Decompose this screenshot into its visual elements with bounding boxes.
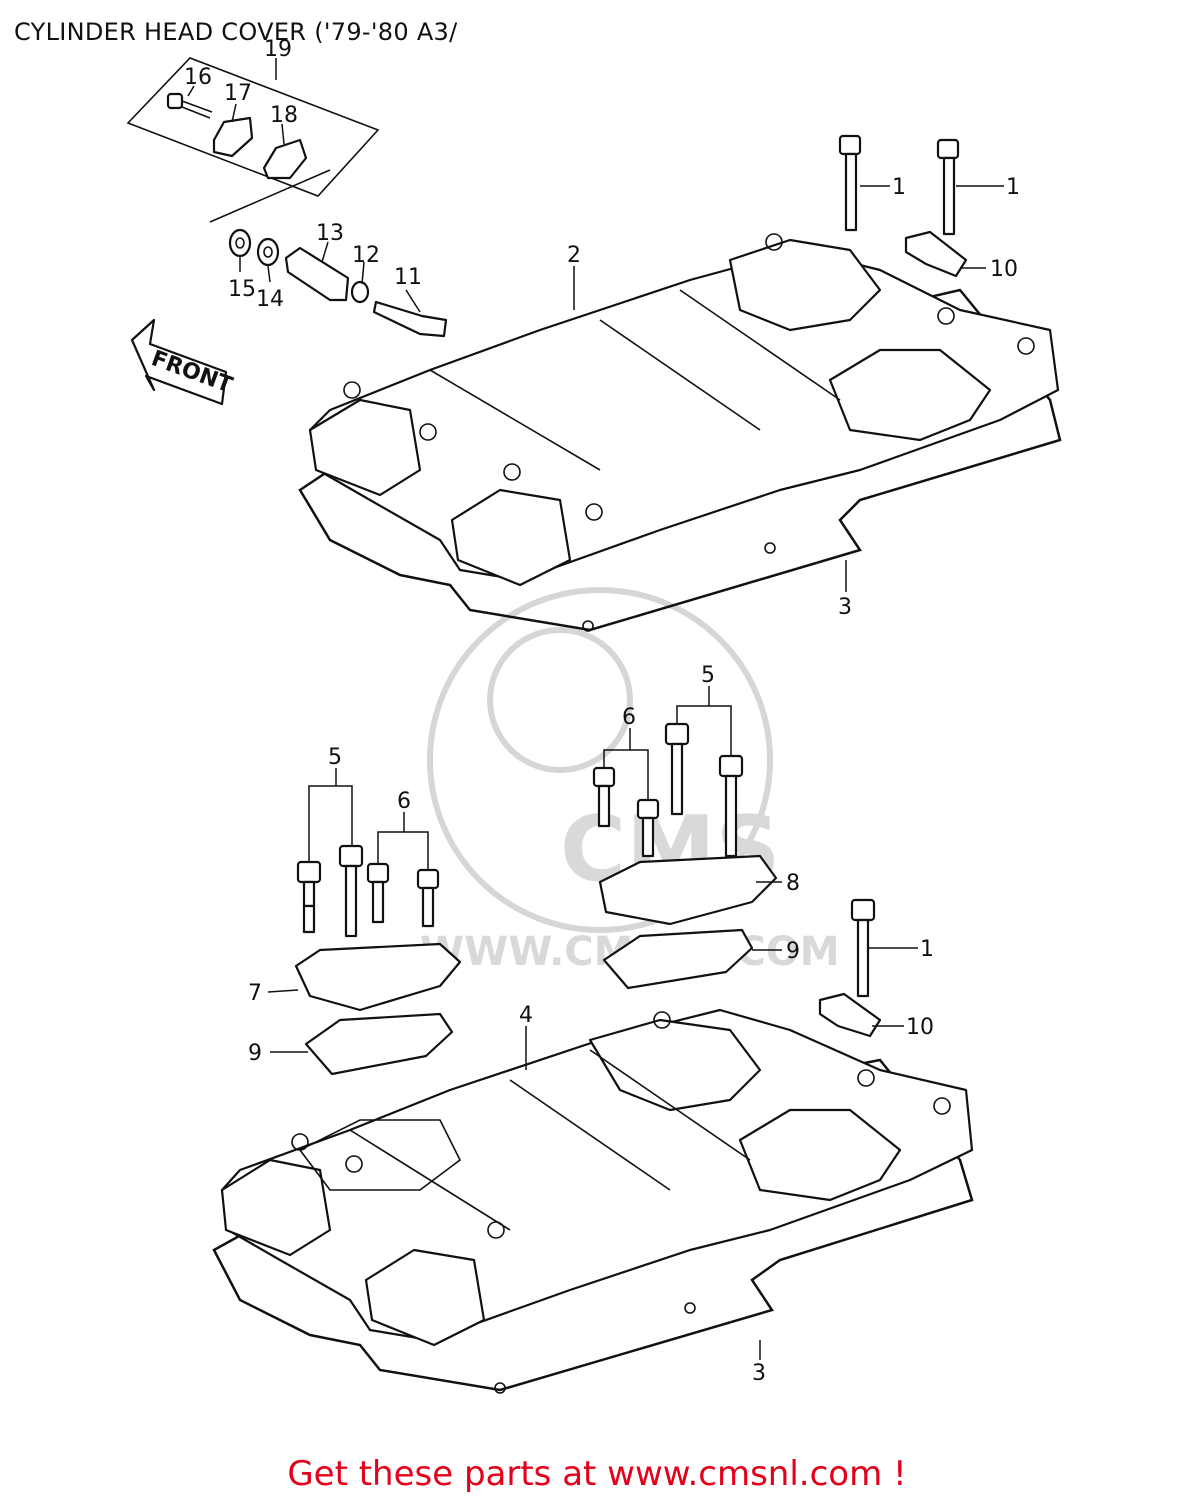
shaft-11 <box>372 300 448 338</box>
bracket-10-lower <box>818 992 882 1038</box>
callout-3: 3 <box>838 595 852 620</box>
callout-1: 1 <box>920 937 934 962</box>
bolt-5-right-b <box>718 754 744 858</box>
callout-1: 1 <box>892 175 906 200</box>
callout-15: 15 <box>228 277 256 302</box>
leader-lines <box>187 58 1004 1360</box>
callout-16: 16 <box>184 65 212 90</box>
callout-4: 4 <box>519 1003 533 1028</box>
page-title: CYLINDER HEAD COVER ('79-'80 A3/ <box>14 18 458 46</box>
bracket-10-upper <box>904 230 968 278</box>
oring-12 <box>350 280 370 304</box>
kit-box-19 <box>126 57 380 223</box>
callout-12: 12 <box>352 243 380 268</box>
bolt-5-left-a <box>296 860 322 934</box>
gasket-9-right <box>602 928 754 990</box>
plate-18 <box>262 138 308 180</box>
plate-8 <box>598 854 778 926</box>
bolt-5-left-b <box>338 844 364 938</box>
callout-6: 6 <box>622 705 636 730</box>
tach-drive-parts <box>228 228 448 338</box>
callout-7: 7 <box>248 981 262 1006</box>
bolt-16 <box>166 92 213 119</box>
housing-13 <box>284 246 350 302</box>
callout-11: 11 <box>394 265 422 290</box>
callout-14: 14 <box>256 287 284 312</box>
bolt-1-lower <box>850 898 876 998</box>
bolt-1-upper-left <box>838 134 862 232</box>
callout-13: 13 <box>316 221 344 246</box>
callout-18: 18 <box>270 103 298 128</box>
washer-15 <box>228 228 252 258</box>
callout-10: 10 <box>906 1015 934 1040</box>
callout-1: 1 <box>1006 175 1020 200</box>
callout-17: 17 <box>224 81 252 106</box>
seal-14 <box>256 237 280 267</box>
front-arrow: FRONT <box>130 318 236 406</box>
callout-5: 5 <box>701 663 715 688</box>
callout-6: 6 <box>397 789 411 814</box>
callout-9: 9 <box>786 939 800 964</box>
callout-5: 5 <box>328 745 342 770</box>
callout-10: 10 <box>990 257 1018 282</box>
head-cover-lower <box>212 1008 974 1394</box>
bolt-5-right-a <box>664 722 690 816</box>
plate-17 <box>212 116 254 158</box>
gasket-9-left <box>304 1012 454 1076</box>
bolt-6-right-a <box>592 766 616 828</box>
head-cover-upper <box>298 233 1062 632</box>
bolt-6-right-b <box>636 798 660 858</box>
callout-8: 8 <box>786 871 800 896</box>
callout-2: 2 <box>567 243 581 268</box>
callout-19: 19 <box>264 37 292 62</box>
bolt-6-left-b <box>416 868 440 928</box>
callout-9: 9 <box>248 1041 262 1066</box>
plate-7 <box>294 942 462 1012</box>
footer-cta-link[interactable]: Get these parts at www.cmsnl.com ! <box>287 1454 907 1494</box>
bolt-6-left-a <box>366 862 390 924</box>
bolt-1-upper-right <box>936 138 960 236</box>
callouts: 1 1 1 2 3 3 4 5 5 6 6 7 8 9 9 10 10 11 1… <box>184 37 1020 1386</box>
callout-3: 3 <box>752 1361 766 1386</box>
